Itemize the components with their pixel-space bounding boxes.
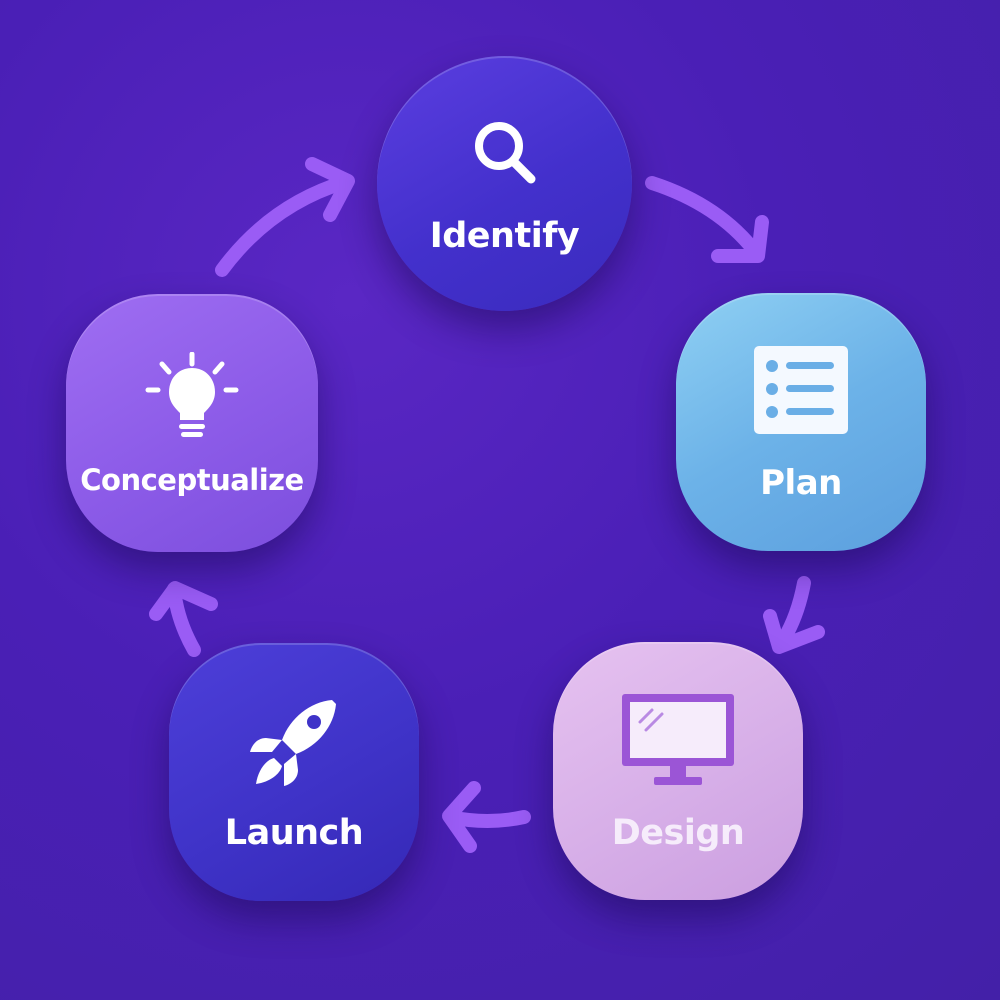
step-identify: Identify — [377, 56, 632, 311]
step-launch: Launch — [169, 643, 419, 901]
arrow-identify-to-plan — [645, 176, 769, 263]
monitor-icon — [622, 693, 734, 785]
step-label: Plan — [760, 463, 842, 503]
arrow-design-to-launch — [442, 781, 531, 853]
step-label: Design — [611, 812, 745, 853]
step-label: Launch — [224, 812, 364, 853]
list-icon — [754, 346, 848, 434]
step-conceptualize: Conceptualize — [66, 294, 318, 552]
step-label: Conceptualize — [80, 462, 304, 497]
lightbulb-icon — [145, 351, 239, 437]
step-design: Design — [553, 642, 803, 900]
arrow-conceptualize-to-identify — [215, 157, 355, 277]
step-label: Identify — [429, 216, 580, 256]
rocket-icon — [250, 699, 336, 786]
arrow-plan-to-design — [763, 576, 825, 654]
arrow-launch-to-conceptualize — [149, 581, 218, 657]
step-plan: Plan — [676, 293, 926, 551]
search-icon — [474, 122, 535, 184]
